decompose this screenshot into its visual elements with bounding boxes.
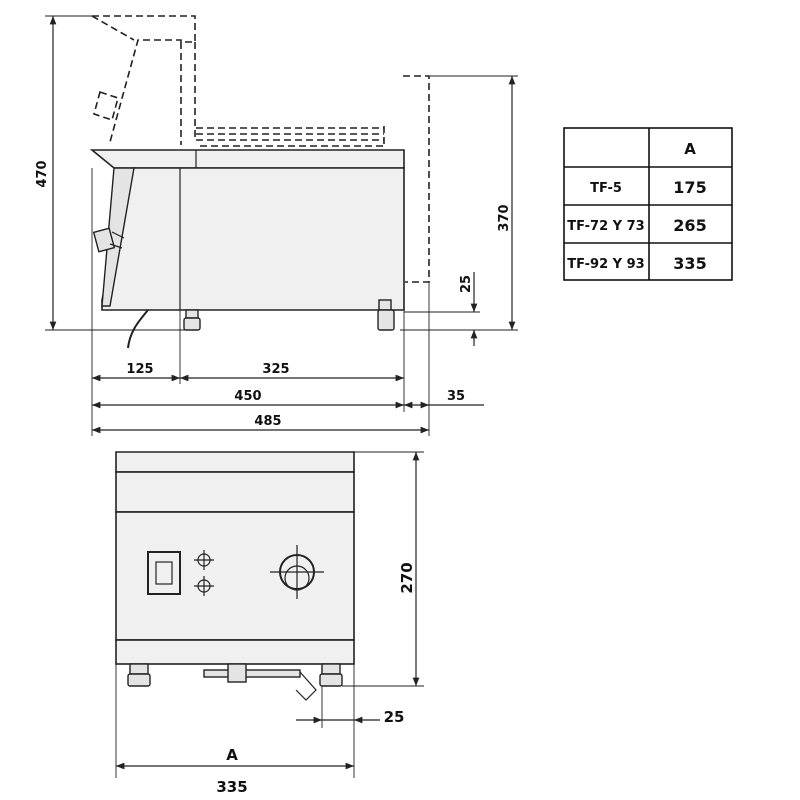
- fryer-body-side: [101, 167, 405, 311]
- indicator-light-icon: [194, 550, 214, 570]
- dim-leg-height: 25: [459, 275, 474, 293]
- leg-rear-side: [377, 299, 395, 331]
- drain-tap-icon: [203, 663, 317, 701]
- table-row-1-value: 175: [673, 178, 706, 197]
- lid-dashed-outline: [91, 15, 196, 145]
- dim-overhang: 35: [447, 389, 465, 404]
- table-row-3-value: 335: [673, 254, 706, 273]
- power-switch-icon: [147, 551, 181, 595]
- power-cable: [127, 309, 149, 349]
- table-row-2-value: 265: [673, 216, 706, 235]
- model-dimension-table: A TF-5 175 TF-72 Y 73 265 TF-92 Y 93 335: [563, 127, 733, 281]
- dim-width-label: A: [226, 746, 238, 764]
- table-row-3-model: TF-92 Y 93: [567, 257, 644, 272]
- table-header-a: A: [684, 140, 696, 158]
- front-base: [115, 639, 355, 665]
- thermostat-knob-icon: [270, 545, 324, 599]
- dim-front-height: 270: [398, 562, 416, 593]
- front-top-plate: [115, 451, 355, 473]
- table-row-1-model: TF-5: [590, 181, 622, 196]
- leg-front-side: [183, 309, 201, 331]
- front-control-face: [115, 511, 355, 641]
- side-view: 470 370 25 125 325 450 35 485: [35, 15, 518, 436]
- control-panel-side: [101, 167, 135, 307]
- front-view: 270 25 A 335: [115, 451, 424, 796]
- indicator-light-icon: [194, 576, 214, 596]
- dim-body-depth: 450: [234, 389, 261, 404]
- table-row-2-model: TF-72 Y 73: [567, 219, 644, 234]
- leg-left-front: [127, 663, 151, 687]
- leg-right-front: [319, 663, 343, 687]
- top-plate: [89, 149, 405, 169]
- dim-leg-offset: 25: [384, 708, 405, 726]
- basket-dashed-outline: [196, 75, 430, 283]
- dim-total-depth: 485: [254, 414, 281, 429]
- knob-side-icon: [92, 227, 125, 253]
- dim-height-right: 370: [497, 204, 512, 231]
- dim-body-segment: 325: [262, 362, 289, 377]
- dim-width-value: 335: [216, 778, 247, 796]
- dim-height-total: 470: [35, 160, 50, 187]
- front-panel: [115, 471, 355, 513]
- dim-front-segment: 125: [126, 362, 153, 377]
